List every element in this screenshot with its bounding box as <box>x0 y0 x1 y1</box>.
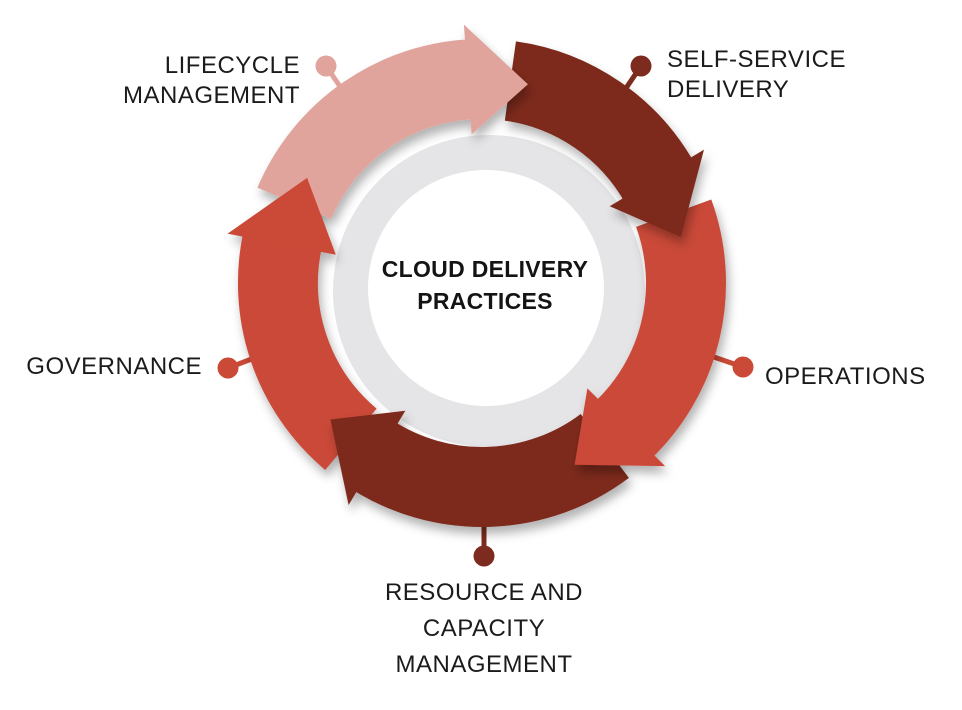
self-service-delivery-pin-dot <box>630 55 652 77</box>
operations-pin-dot <box>732 356 754 378</box>
resource-and-capacity-management-arrowhead <box>330 410 406 505</box>
label-resource-and-capacity-management: RESOURCE AND CAPACITY MANAGEMENT <box>312 575 656 683</box>
operations-segment <box>574 199 726 467</box>
lifecycle-management-arrowhead <box>463 24 528 135</box>
label-line: RESOURCE AND <box>384 579 584 606</box>
label-line: DELIVERY <box>667 76 790 103</box>
center-title-line: CLOUD DELIVERY <box>381 256 589 282</box>
center-title: CLOUD DELIVERY PRACTICES <box>352 253 618 317</box>
governance-arc <box>237 228 378 470</box>
lifecycle-management-pin-dot <box>315 55 337 77</box>
operations-arrowhead <box>574 388 666 467</box>
label-line: MANAGEMENT <box>122 82 300 109</box>
label-line: GOVERNANCE <box>26 353 202 380</box>
label-line: CAPACITY <box>422 615 546 642</box>
lifecycle-management-arc <box>257 39 478 220</box>
label-line: LIFECYCLE <box>164 52 300 79</box>
label-line: OPERATIONS <box>765 363 926 390</box>
operations-pin <box>707 352 754 378</box>
resource-and-capacity-management-pin-dot <box>473 545 495 567</box>
self-service-delivery-arrowhead <box>609 149 704 238</box>
governance-pin-dot <box>217 357 239 379</box>
resource-and-capacity-management-arc <box>349 413 629 527</box>
label-line: SELF-SERVICE <box>667 46 846 73</box>
label-lifecycle-management: LIFECYCLE MANAGEMENT <box>123 51 300 111</box>
label-operations: OPERATIONS <box>765 362 926 392</box>
self-service-delivery-segment <box>503 41 704 238</box>
label-self-service-delivery: SELF-SERVICE DELIVERY <box>667 45 846 105</box>
governance-arrowhead-overlay <box>227 177 336 255</box>
label-line: MANAGEMENT <box>395 651 573 678</box>
lifecycle-management-segment <box>257 24 528 220</box>
center-circle <box>368 170 604 406</box>
center-title-line: PRACTICES <box>417 288 553 314</box>
label-governance: GOVERNANCE <box>26 352 202 382</box>
self-service-delivery-arc <box>503 41 696 205</box>
operations-arc <box>593 199 726 462</box>
